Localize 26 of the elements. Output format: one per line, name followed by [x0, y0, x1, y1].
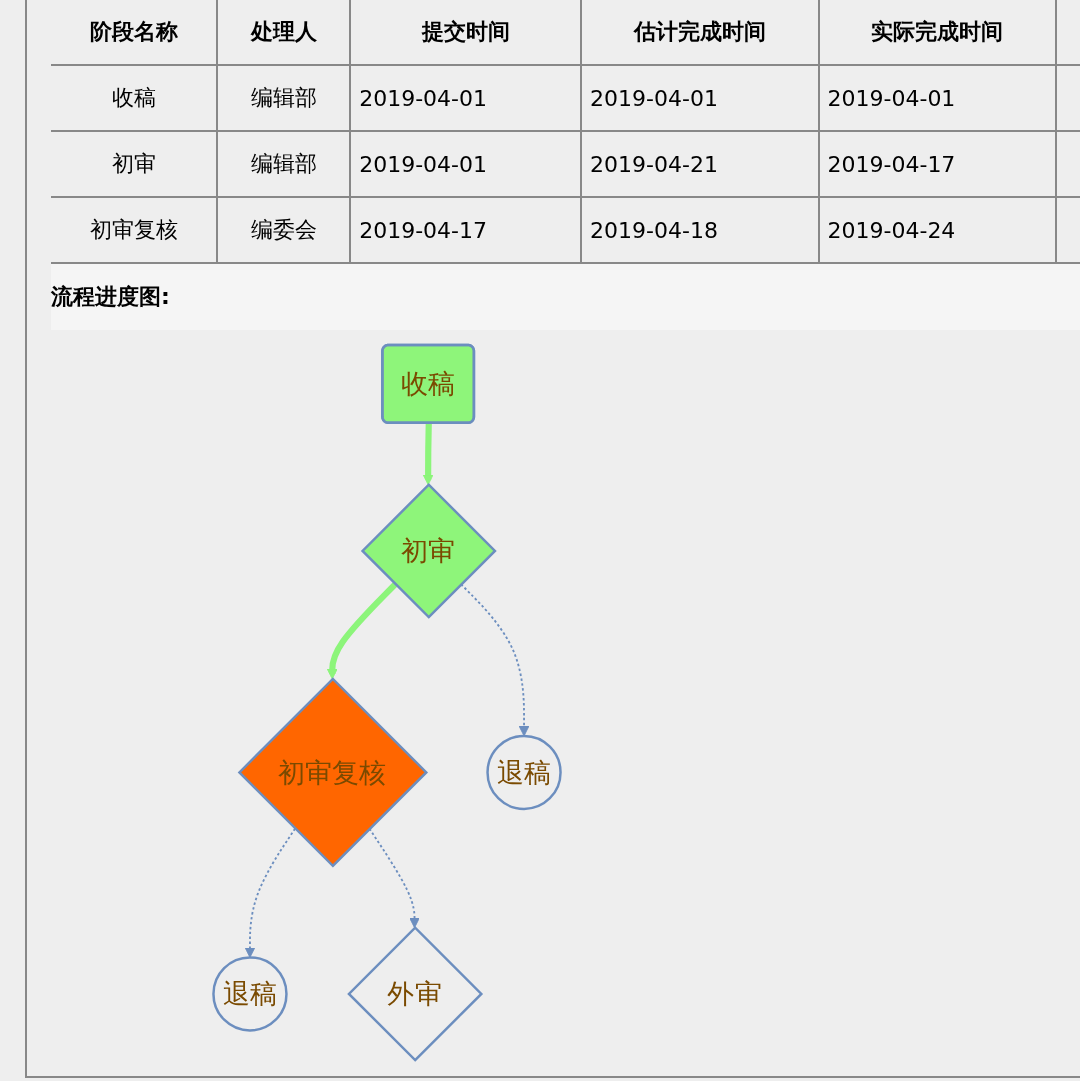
column-header: 处理人 — [217, 0, 351, 65]
arrow — [326, 582, 398, 680]
column-header: 估计完成时间 — [581, 0, 819, 65]
table-cell: 2019-04-01 — [818, 65, 1056, 131]
table-cell: 2019-04-21 — [581, 131, 819, 197]
table-cell: 2019-04-01 — [581, 65, 819, 131]
column-header: 实际完成时间 — [818, 0, 1056, 65]
node-diamond: 外审 — [347, 925, 484, 1062]
table-cell: 2019-04-01 — [350, 65, 582, 131]
table-cell: 编辑部 — [217, 65, 351, 131]
arrow — [244, 827, 296, 958]
node-circle: 退稿 — [486, 734, 562, 811]
node-diamond: 初审复核 — [237, 677, 429, 868]
arrow — [422, 423, 434, 486]
table-cell: 编辑部 — [217, 131, 351, 197]
section-heading: 流程进度图: — [51, 264, 1080, 330]
arrow — [368, 827, 420, 929]
column-header: 提交时间 — [350, 0, 582, 65]
table-cell: 2019-04-01 — [350, 131, 582, 197]
table-cell: 初审 — [51, 131, 218, 197]
table-cell: 2019-04-17 — [818, 131, 1056, 197]
column-header: 阶段名称 — [51, 0, 218, 65]
node-circle: 退稿 — [212, 956, 288, 1032]
node-diamond: 初审 — [360, 482, 497, 619]
table-cell: 收稿 — [51, 65, 218, 131]
arrow — [460, 583, 530, 737]
